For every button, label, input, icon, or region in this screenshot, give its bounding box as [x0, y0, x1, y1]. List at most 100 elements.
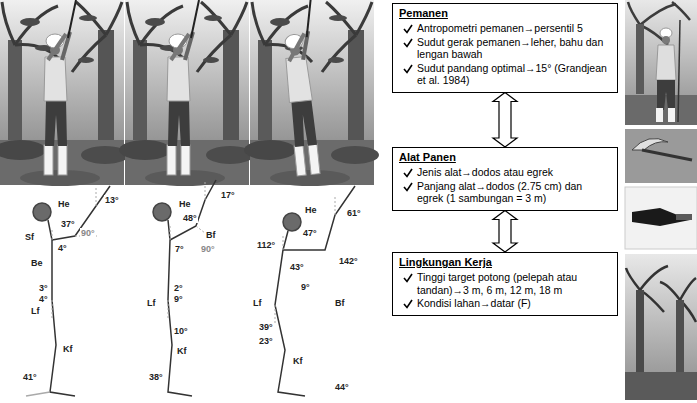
posture-stick-figures-part	[26, 392, 50, 396]
angle-label: 4°	[57, 243, 68, 253]
list-text: Kondisi lahan→datar (F)	[417, 297, 531, 310]
angle-label: He	[178, 199, 192, 209]
posture-stick-figures-part-part	[52, 300, 53, 320]
side-photos	[625, 0, 697, 400]
posture-stick-figures	[26, 180, 355, 396]
angle-label: 10°	[173, 326, 189, 336]
harvest-photos-part	[44, 0, 76, 175]
angle-label: 90°	[200, 244, 216, 254]
check-mark	[404, 300, 412, 308]
side-photos-part-part	[640, 4, 676, 25]
side-photos-part	[625, 0, 697, 125]
side-photos-part	[625, 187, 697, 249]
angle-label: 90°	[80, 228, 96, 238]
angle-label: Bf	[205, 230, 217, 240]
posture-stick-figures-part	[283, 213, 301, 231]
posture-stick-figures-part	[153, 203, 171, 221]
list-text: Jenis alat→dodos atau egrek	[417, 166, 553, 179]
angle-label: Bf	[334, 298, 346, 308]
check-mark	[404, 65, 412, 73]
angle-label: Kf	[292, 356, 304, 366]
check-mark	[404, 25, 412, 33]
angle-label: 47°	[302, 228, 318, 238]
posture-stick-figures-part-part	[168, 300, 169, 320]
posture-stick-figures-part	[283, 186, 355, 250]
text-box: PemanenAntropometri pemanen→persentil 5S…	[392, 3, 618, 93]
list-item: Kondisi lahan→datar (F)	[403, 297, 611, 310]
box-heading: Lingkungan Kerja	[399, 256, 611, 269]
angle-label: Kf	[176, 346, 188, 356]
check-mark	[403, 273, 413, 283]
angle-label: 142°	[338, 256, 359, 266]
posture-stick-figures-part-part	[52, 228, 53, 240]
harvest-photos-part	[167, 0, 199, 175]
side-photos-part	[656, 45, 676, 80]
angle-label: Lf	[30, 306, 41, 316]
double-arrow	[493, 93, 517, 148]
check-mark	[404, 39, 412, 47]
angle-label: Be	[30, 258, 44, 268]
posture-stick-figures-part	[275, 195, 335, 325]
posture-stick-figures-part	[52, 186, 98, 320]
check-mark	[403, 168, 413, 178]
check-mark	[404, 274, 412, 282]
angle-label: 43°	[289, 262, 305, 272]
side-photos-part	[668, 108, 675, 122]
check-mark	[403, 299, 413, 309]
list-item: Panjang alat→dodos (2.75 cm) dan egrek (…	[403, 180, 611, 205]
box-heading: Pemanen	[399, 7, 611, 20]
check-mark	[404, 169, 412, 177]
list-item: Tinggi target potong (pelepah atau tanda…	[403, 271, 611, 296]
posture-stick-figures-part	[275, 231, 305, 396]
posture-stick-figures-part	[170, 180, 216, 240]
posture-stick-figures-part-part	[205, 180, 206, 200]
angle-label: 4°	[38, 294, 49, 304]
harvest-photos	[0, 0, 379, 186]
box-heading: Alat Panen	[399, 151, 611, 164]
side-photos-part	[636, 290, 644, 380]
side-photos-part-part	[626, 268, 640, 290]
list-text: Sudut pandang optimal→15° (Grandjean et …	[417, 62, 611, 87]
side-photos-part-part	[680, 278, 696, 300]
angle-label: 112°	[256, 240, 276, 250]
posture-stick-figures-part	[52, 186, 110, 240]
angle-label: 61°	[346, 208, 362, 218]
check-mark	[404, 183, 412, 191]
angle-label: 38°	[148, 372, 164, 382]
harvest-photos-part	[0, 0, 129, 186]
side-photos-part	[642, 150, 692, 160]
angle-label: Sf	[24, 232, 35, 242]
side-photos-part	[636, 24, 644, 94]
check-mark	[403, 64, 413, 74]
angle-label: 3°	[38, 283, 49, 293]
side-photos-part-part	[672, 2, 690, 20]
text-box: Alat PanenJenis alat→dodos atau egrekPan…	[392, 147, 618, 211]
angle-label: 2°	[173, 283, 184, 293]
posture-stick-figures-part	[33, 203, 51, 221]
side-photos-part	[632, 138, 668, 150]
angle-label: He	[57, 199, 71, 209]
harvest-photos-part	[119, 0, 254, 186]
angle-label: Kf	[62, 344, 74, 354]
posture-stick-figures-part-part	[96, 186, 97, 206]
list-item: Sudut gerak pemanen→leher, bahu dan leng…	[403, 36, 611, 61]
side-photos-part	[676, 214, 692, 220]
list-item: Antropometri pemanen→persentil 5	[403, 22, 611, 35]
side-photos-part-part	[640, 266, 668, 290]
harvest-photos-part	[279, 0, 329, 176]
list-text: Antropometri pemanen→persentil 5	[417, 22, 583, 35]
angle-label: 7°	[174, 244, 185, 254]
check-mark	[403, 38, 413, 48]
angle-label: He	[304, 205, 318, 215]
side-photos-part	[656, 108, 663, 122]
angle-label: Lf	[252, 298, 263, 308]
list-text: Sudut gerak pemanen→leher, bahu dan leng…	[417, 36, 611, 61]
list-text: Tinggi target potong (pelepah atau tanda…	[417, 271, 611, 296]
list-text: Panjang alat→dodos (2.75 cm) dan egrek (…	[417, 180, 611, 205]
check-mark	[403, 182, 413, 192]
angle-label: 37°	[60, 219, 76, 229]
check-mark	[403, 24, 413, 34]
posture-stick-figures-part	[168, 220, 192, 396]
